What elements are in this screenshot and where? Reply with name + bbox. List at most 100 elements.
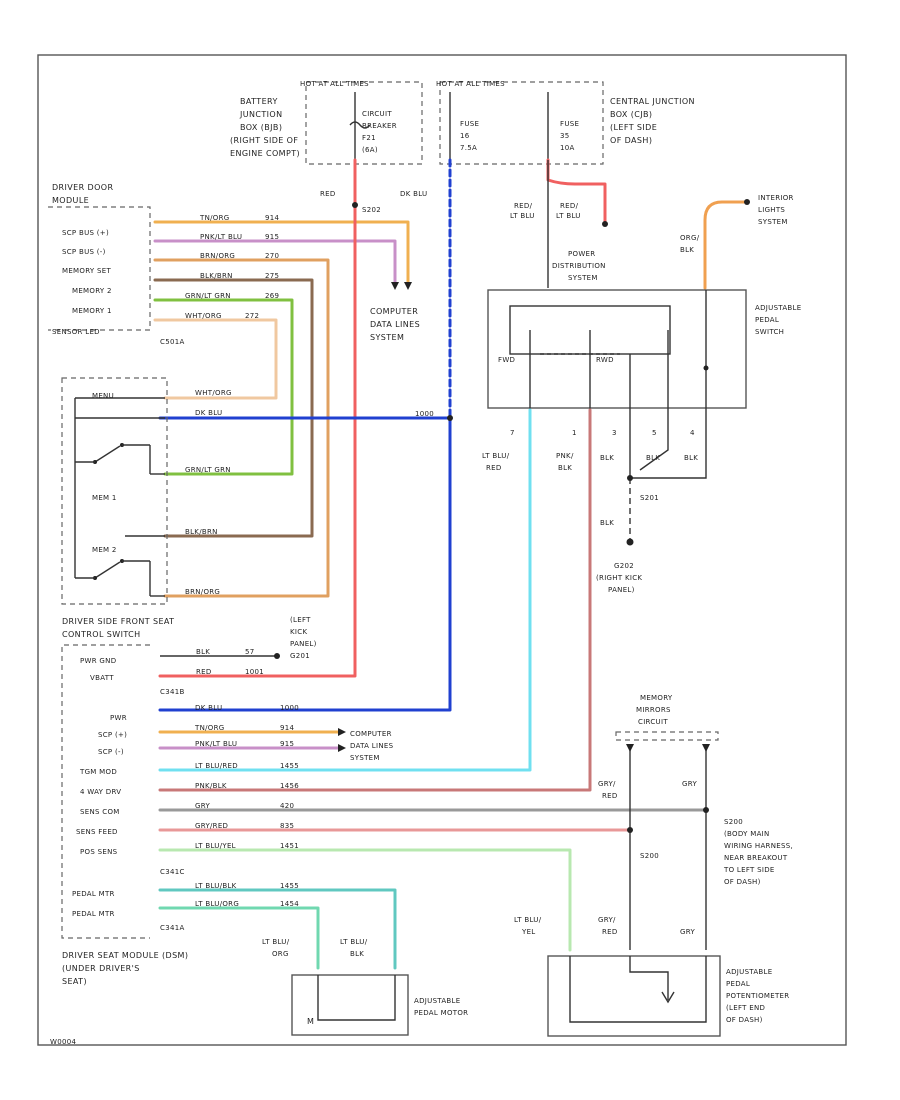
arrow-icon xyxy=(702,744,710,752)
wire-label: 1000 xyxy=(415,410,434,418)
wire-ltblu-org xyxy=(158,906,320,970)
circuit-breaker-label: BREAKER xyxy=(362,122,397,130)
wire-label: BLK xyxy=(350,950,364,958)
wire-label: 1000 xyxy=(280,704,299,712)
pin-label: MEMORY 2 xyxy=(72,287,112,295)
wire-blk-2 xyxy=(639,410,669,471)
potentiometer-label: PEDAL xyxy=(726,980,750,988)
wire-ltblu-blk xyxy=(158,888,397,970)
wire-label: BLK/BRN xyxy=(200,272,233,280)
pedal-switch-label: PEDAL xyxy=(755,316,779,324)
circuit-breaker-label: CIRCUIT xyxy=(362,110,392,118)
cjb-label: CENTRAL JUNCTION xyxy=(610,97,695,106)
pedal-motor-box xyxy=(291,974,409,1036)
pin-label: PEDAL MTR xyxy=(72,910,115,918)
cjb-box xyxy=(439,81,604,165)
bjb-label: JUNCTION xyxy=(239,110,283,119)
cjb-label: OF DASH) xyxy=(610,136,652,145)
wire-brn-org xyxy=(153,258,330,598)
dsm-box xyxy=(61,644,150,939)
fwd-label: FWD xyxy=(498,356,515,364)
splice-icon xyxy=(352,202,358,208)
wire-label: GRN/LT GRN xyxy=(185,466,231,474)
arrow-icon xyxy=(391,282,399,290)
fuse-16-label: 7.5A xyxy=(460,144,477,152)
memory-mirrors-label: MEMORY xyxy=(640,694,673,702)
wire-label: 915 xyxy=(280,740,294,748)
fuse-bus xyxy=(349,92,549,160)
splice-label: (BODY MAIN xyxy=(724,830,770,838)
memory-mirrors-label: MIRRORS xyxy=(636,706,671,714)
wire-ltblu-red xyxy=(158,408,532,772)
wire-label: RED/ xyxy=(514,202,533,210)
computer-data-lines-label: COMPUTER xyxy=(370,307,418,316)
driver-door-module-label: DRIVER DOOR xyxy=(52,183,113,192)
pedal-motor-label: ADJUSTABLE xyxy=(414,997,460,1005)
computer-data-lines-label: DATA LINES xyxy=(370,320,420,329)
wire-label: BLK xyxy=(684,454,698,462)
wire-label: RED xyxy=(602,928,618,936)
ground-label: (RIGHT KICK xyxy=(596,574,642,582)
cjb-label: (LEFT SIDE xyxy=(610,123,657,132)
pedal-motor-loop xyxy=(317,975,396,1021)
wire-wht-org xyxy=(153,318,278,400)
pin-label: PEDAL MTR xyxy=(72,890,115,898)
bjb-label: BATTERY xyxy=(240,97,278,106)
wire-label: ORG xyxy=(272,950,289,958)
fuse-16-label: FUSE xyxy=(460,120,479,128)
bjb-box xyxy=(305,81,423,165)
power-distribution-label: POWER xyxy=(568,250,595,258)
wire-label: PNK/ xyxy=(556,452,574,460)
ground-icon xyxy=(274,653,280,659)
wire-label: 914 xyxy=(265,214,280,222)
seat-switch-label: DRIVER SIDE FRONT SEAT xyxy=(62,617,174,626)
connector-label: C341B xyxy=(160,688,185,696)
wire-label: RED xyxy=(320,190,336,198)
wire-label: RED xyxy=(196,668,212,676)
pin-label: SCP (-) xyxy=(98,748,124,756)
pin-number: 4 xyxy=(690,429,695,437)
wire-label: PNK/LT BLU xyxy=(195,740,237,748)
arrow-icon xyxy=(626,744,634,752)
wire-label: 272 xyxy=(245,312,259,320)
wire-label: DK BLU xyxy=(195,409,222,417)
adjustable-pedal-switch-box xyxy=(487,289,747,409)
ground-label: G202 xyxy=(614,562,634,570)
pin-label: PWR GND xyxy=(80,657,116,665)
wire-label: LT BLU xyxy=(556,212,581,220)
footer-code: W0004 xyxy=(50,1038,76,1046)
wire-label: 835 xyxy=(280,822,294,830)
arrow-icon xyxy=(338,728,346,736)
ground-label: (LEFT xyxy=(290,616,311,624)
splice-icon xyxy=(447,415,453,421)
pin-label: 4 WAY DRV xyxy=(80,788,121,796)
pin-label: VBATT xyxy=(90,674,114,682)
wire-label: YEL xyxy=(521,928,536,936)
wire-label: BLK xyxy=(196,648,210,656)
wire-label: BLK xyxy=(600,519,614,527)
wire-ltblu-yel xyxy=(158,848,572,952)
wire-label: 1454 xyxy=(280,900,299,908)
wire-label: GRY xyxy=(195,802,210,810)
wire-label: BRN/ORG xyxy=(200,252,235,260)
computer-data-lines-label: DATA LINES xyxy=(350,742,394,750)
wire-label: GRY xyxy=(680,928,695,936)
wire-pnk-blk xyxy=(158,408,592,792)
menu-label: MENU xyxy=(92,392,114,400)
wire-label: TN/ORG xyxy=(194,724,224,732)
wire-label: GRY/ xyxy=(598,916,616,924)
pin-label: POS SENS xyxy=(80,848,118,856)
potentiometer-box xyxy=(547,955,721,1037)
wire-pnk-ltblu xyxy=(153,239,397,284)
pin-label: SCP BUS (-) xyxy=(62,248,106,256)
wire-label: LT BLU/ xyxy=(514,916,542,924)
fuse-35-label: 35 xyxy=(560,132,570,140)
wire-label: LT BLU/ xyxy=(340,938,368,946)
interior-lights-label: LIGHTS xyxy=(758,206,785,214)
hot-label-2: HOT AT ALL TIMES xyxy=(436,80,505,88)
wire-label: 275 xyxy=(265,272,279,280)
bjb-label: (RIGHT SIDE OF xyxy=(230,136,298,145)
connector-label: C501A xyxy=(160,338,185,346)
splice-icon xyxy=(703,807,709,813)
